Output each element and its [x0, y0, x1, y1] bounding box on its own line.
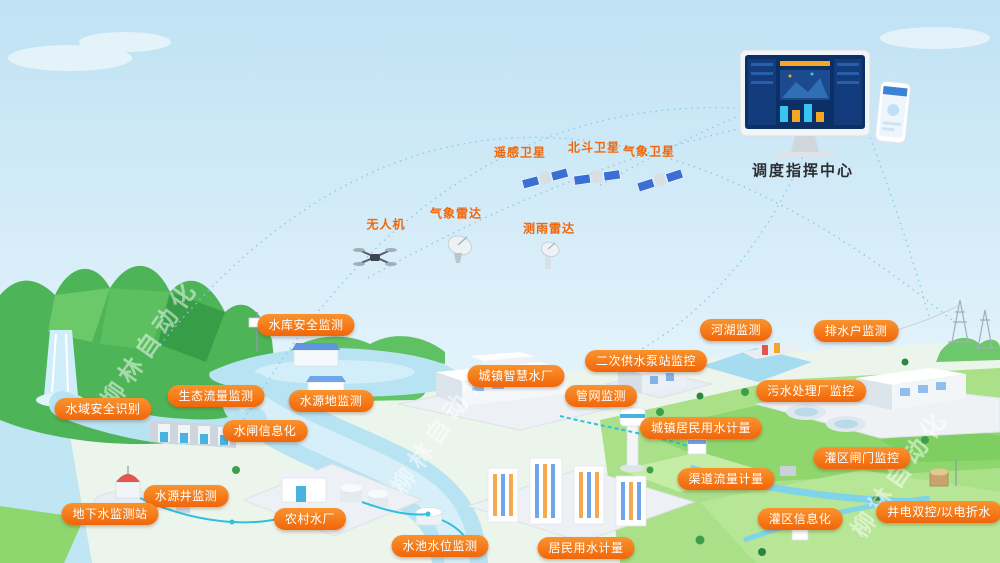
rural-water-plant-buildings [280, 471, 388, 507]
river-lake-area [702, 343, 812, 382]
rural-water-plant-label: 农村水厂 [273, 508, 347, 530]
urban-resident-water-metering-label: 城镇居民用水计量 [639, 417, 763, 439]
remote-sensing-satellite-label: 遥感卫星 [493, 145, 547, 160]
channel-flow-metering-label: 渠道流量计量 [677, 468, 775, 490]
ecological-flow-monitoring-label: 生态流量监测 [167, 385, 265, 407]
drone-icon [353, 248, 397, 266]
clouds [8, 27, 990, 71]
secondary-supply-pump-monitoring-label: 二次供水泵站监控 [584, 350, 708, 372]
pipe-network-monitoring-label: 管网监测 [564, 385, 638, 407]
water-well-monitoring-label: 水源井监测 [143, 485, 229, 507]
reservoir-safety-monitoring-label: 水库安全监测 [257, 314, 355, 336]
drone-label: 无人机 [366, 217, 406, 232]
residential-buildings [487, 457, 647, 527]
river-lake-monitoring-label: 河湖监测 [699, 319, 773, 341]
network-links [159, 106, 959, 431]
electric-well [929, 460, 957, 487]
weather-radar-label: 气象雷达 [429, 206, 483, 221]
groundwater-monitoring-station-label: 地下水监测站 [61, 503, 159, 525]
remote-sensing-satellite-icon [521, 167, 569, 190]
sewage-plant-monitoring-label: 污水处理厂监控 [756, 380, 866, 402]
rain-radar-label: 测雨雷达 [522, 221, 576, 236]
drainage-user-monitoring-label: 排水户监测 [813, 320, 899, 342]
rain-radar-icon [540, 241, 560, 269]
trees [232, 358, 929, 556]
weather-radar-icon [447, 235, 472, 263]
water-source-monitoring-label: 水源地监测 [288, 390, 374, 412]
command-center-label: 调度指挥中心 [751, 162, 855, 180]
water-area-safety-recognition-label: 水域安全识别 [54, 398, 152, 420]
weather-satellite-icon [636, 168, 684, 193]
meter-kiosk [687, 439, 707, 455]
sluice-dam [150, 420, 236, 448]
command-center-phone [875, 80, 911, 144]
sluice-informatization-label: 水闸信息化 [222, 420, 308, 442]
beidou-satellite-icon [573, 169, 621, 186]
weather-satellite-label: 气象卫星 [622, 144, 676, 159]
irrigation-informatization-label: 灌区信息化 [757, 508, 843, 530]
pool-water-level-monitoring-label: 水池水位监测 [391, 535, 489, 557]
sewage-plant [786, 368, 966, 432]
water-tower [619, 407, 646, 472]
well-electricity-dual-control-label: 井电双控/以电折水 [876, 501, 1000, 523]
irrigation-gate-monitoring-label: 灌区闸门监控 [813, 447, 911, 469]
reservoir-monitoring-station [248, 312, 340, 367]
beidou-satellite-label: 北斗卫星 [567, 140, 621, 155]
urban-smart-water-plant-label: 城镇智慧水厂 [467, 365, 565, 387]
groundwater-station-building [115, 466, 141, 499]
resident-water-metering-label: 居民用水计量 [537, 537, 635, 559]
command-center-monitor [739, 49, 871, 157]
